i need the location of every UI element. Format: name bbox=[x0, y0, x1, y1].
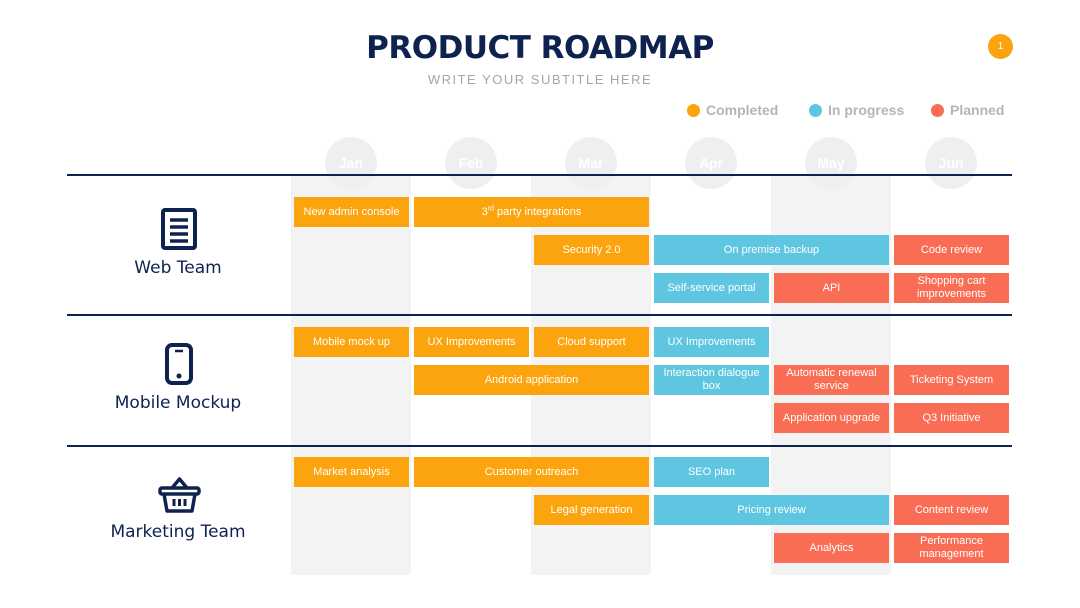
page-title: PRODUCT ROADMAP bbox=[366, 30, 714, 66]
smartphone-icon bbox=[165, 343, 193, 385]
column-band-jan bbox=[291, 175, 411, 575]
legend-dot-in-progress bbox=[809, 103, 822, 117]
page-subtitle: WRITE YOUR SUBTITLE HERE bbox=[427, 72, 653, 87]
task-label: Analytics bbox=[809, 541, 854, 554]
task-label: Market analysis bbox=[313, 465, 390, 478]
group-label-marketing-team: Marketing Team bbox=[110, 522, 246, 542]
task-label: Automatic renewal service bbox=[786, 367, 877, 392]
month-header-feb: Feb bbox=[445, 137, 497, 189]
task-bar: Application upgrade bbox=[774, 403, 889, 433]
document-icon bbox=[161, 208, 197, 250]
task-label: Mobile mock up bbox=[312, 335, 391, 348]
legend-label-completed: Completed bbox=[706, 102, 779, 118]
task-bar: Interaction dialogue box bbox=[654, 365, 769, 395]
task-label: UX Improvements bbox=[427, 335, 516, 348]
task-bar: 3rd party integrations bbox=[414, 197, 649, 227]
legend-item-in-progress: In progress bbox=[809, 101, 904, 119]
task-bar: Shopping cart improvements bbox=[894, 273, 1009, 303]
task-label: Legal generation bbox=[550, 503, 633, 516]
task-bar: On premise backup bbox=[654, 235, 889, 265]
legend-dot-planned bbox=[931, 103, 944, 117]
task-label: New admin console bbox=[303, 205, 400, 218]
basket-icon bbox=[158, 477, 201, 513]
page-number-badge: 1 bbox=[988, 34, 1013, 59]
task-bar: Customer outreach bbox=[414, 457, 649, 487]
legend-dot-completed bbox=[687, 103, 700, 117]
task-label: API bbox=[822, 281, 841, 294]
group-label-web-team: Web Team bbox=[134, 258, 222, 278]
task-bar: Q3 Initiative bbox=[894, 403, 1009, 433]
divider-line bbox=[67, 314, 1012, 316]
task-label: Customer outreach bbox=[484, 465, 579, 478]
legend-label-planned: Planned bbox=[950, 102, 1005, 118]
legend-label-in-progress: In progress bbox=[828, 102, 905, 118]
task-bar: Security 2.0 bbox=[534, 235, 649, 265]
task-label: On premise backup bbox=[723, 243, 820, 256]
month-header-may: May bbox=[805, 137, 857, 189]
task-label: Security 2.0 bbox=[562, 243, 621, 256]
task-bar: Analytics bbox=[774, 533, 889, 563]
task-label: 3rd party integrations bbox=[481, 204, 582, 218]
task-bar: UX Improvements bbox=[414, 327, 529, 357]
divider-line bbox=[67, 174, 1012, 176]
task-label: Pricing review bbox=[737, 503, 806, 516]
task-bar: Pricing review bbox=[654, 495, 889, 525]
task-label: Application upgrade bbox=[782, 411, 881, 424]
task-bar: Self-service portal bbox=[654, 273, 769, 303]
task-bar: Performance management bbox=[894, 533, 1009, 563]
task-bar: Market analysis bbox=[294, 457, 409, 487]
task-label: UX Improvements bbox=[667, 335, 756, 348]
task-label: Cloud support bbox=[557, 335, 626, 348]
task-bar: SEO plan bbox=[654, 457, 769, 487]
group-label-mobile-mockup: Mobile Mockup bbox=[114, 393, 242, 413]
task-label: SEO plan bbox=[687, 465, 736, 478]
task-bar: Cloud support bbox=[534, 327, 649, 357]
month-header-jan: Jan bbox=[325, 137, 377, 189]
task-bar: UX Improvements bbox=[654, 327, 769, 357]
task-label: Interaction dialogue box bbox=[663, 367, 760, 392]
task-label: Shopping cart improvements bbox=[916, 275, 987, 300]
divider-line bbox=[67, 445, 1012, 447]
task-label: Android application bbox=[484, 373, 579, 386]
task-label: Ticketing System bbox=[909, 373, 994, 386]
task-bar: New admin console bbox=[294, 197, 409, 227]
task-bar: Code review bbox=[894, 235, 1009, 265]
task-bar: Mobile mock up bbox=[294, 327, 409, 357]
task-label: Self-service portal bbox=[667, 281, 756, 294]
task-bar: Legal generation bbox=[534, 495, 649, 525]
task-bar: Automatic renewal service bbox=[774, 365, 889, 395]
task-bar: Ticketing System bbox=[894, 365, 1009, 395]
task-label: Code review bbox=[920, 243, 983, 256]
month-header-mar: Mar bbox=[565, 137, 617, 189]
task-bar: API bbox=[774, 273, 889, 303]
month-header-jun: Jun bbox=[925, 137, 977, 189]
legend-item-completed: Completed bbox=[687, 101, 778, 119]
month-header-apr: Apr bbox=[685, 137, 737, 189]
task-label: Q3 Initiative bbox=[922, 411, 981, 424]
task-label: Performance management bbox=[919, 535, 984, 560]
legend-item-planned: Planned bbox=[931, 101, 1004, 119]
task-label: Content review bbox=[914, 503, 989, 516]
task-bar: Android application bbox=[414, 365, 649, 395]
task-bar: Content review bbox=[894, 495, 1009, 525]
